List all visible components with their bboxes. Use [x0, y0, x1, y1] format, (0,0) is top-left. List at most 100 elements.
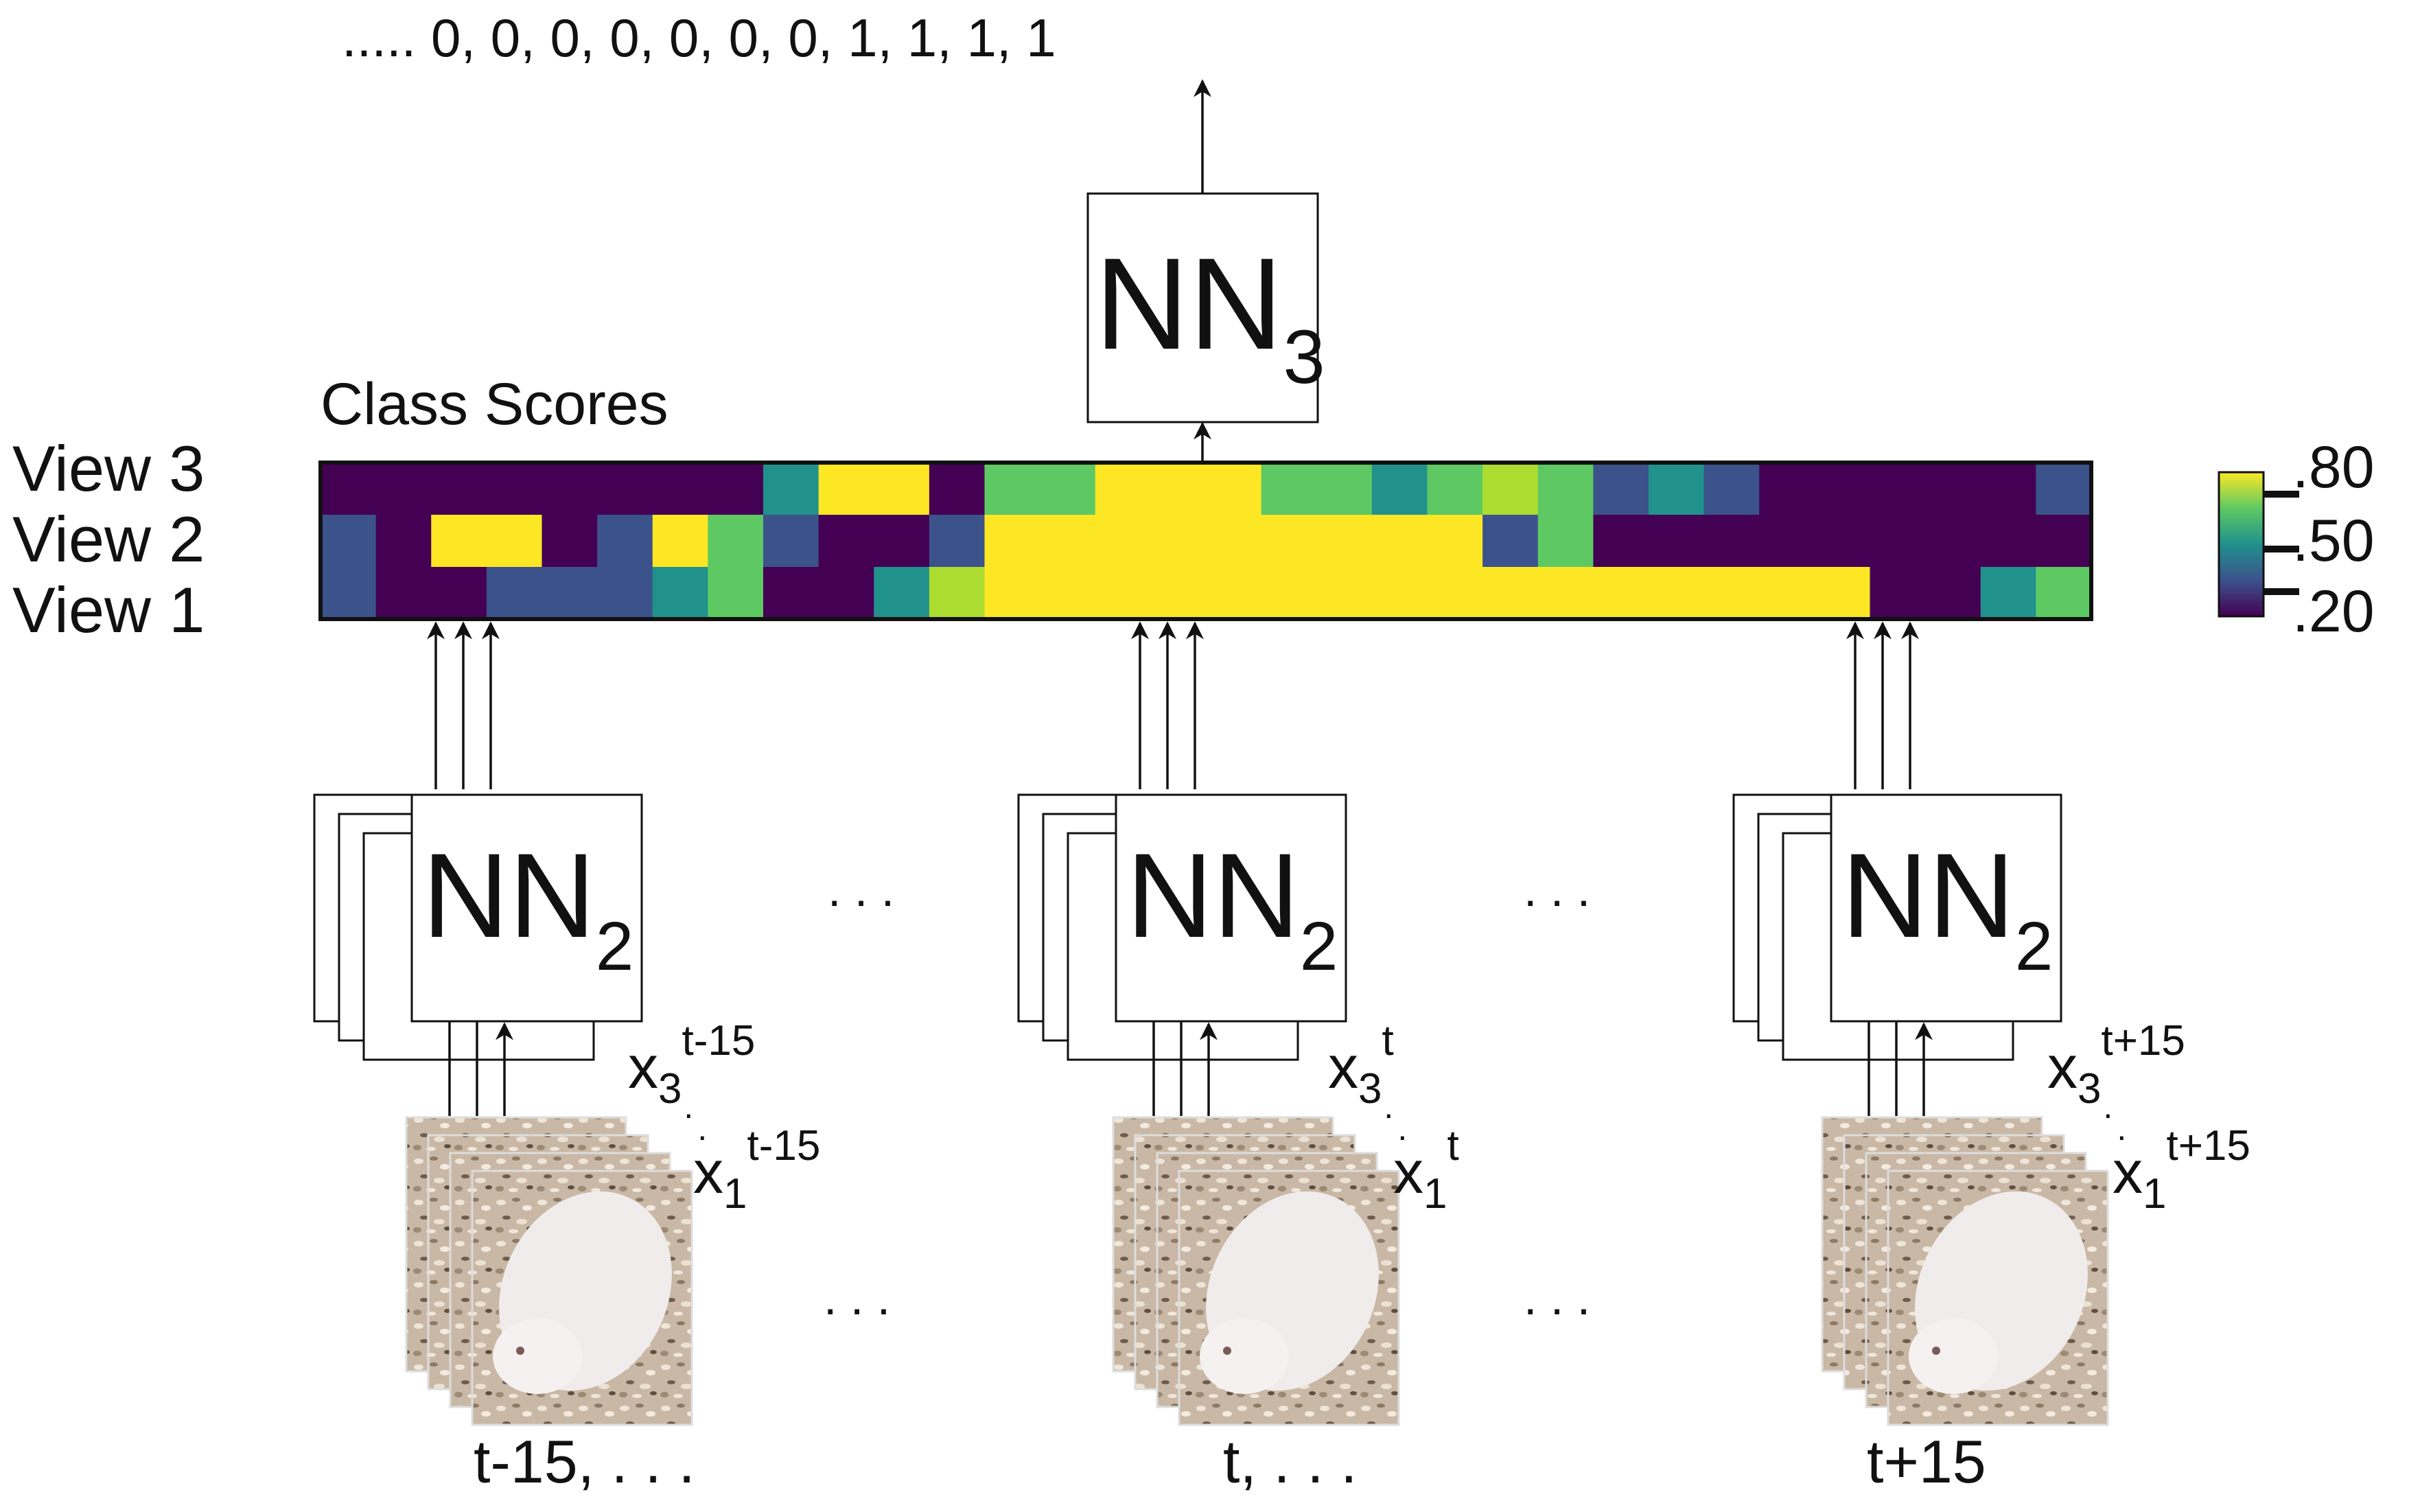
nn2-label: NN2	[1841, 829, 2053, 985]
heatmap-cell	[1759, 567, 1815, 620]
heatmap-cell	[2036, 515, 2092, 568]
ellipsis-frames-right: . . .	[1524, 1271, 1590, 1325]
heatmap-cell	[1703, 463, 1760, 515]
heatmap-cell	[763, 463, 819, 515]
ellipsis-frames-left: . . .	[824, 1271, 890, 1325]
heatmap-cell	[1261, 515, 1317, 568]
heatmap-cell	[1593, 463, 1649, 515]
heatmap-cell	[1040, 567, 1096, 620]
heatmap-cell	[929, 567, 986, 620]
heatmap-cell	[542, 515, 598, 568]
heatmap-cell	[1703, 567, 1760, 620]
heatmap-cell	[1703, 515, 1760, 568]
heatmap-cell	[486, 515, 543, 568]
heatmap-cell	[708, 463, 764, 515]
hamster-head	[493, 1318, 582, 1394]
heatmap-cell	[984, 567, 1040, 620]
column-t: NN2 x3t··x1t t, . . .	[1017, 621, 1459, 1496]
x3-label: x3t	[1328, 1017, 1394, 1113]
class-scores-heatmap	[321, 463, 2092, 620]
heatmap-cell	[1814, 567, 1871, 620]
heatmap-cell	[1371, 463, 1428, 515]
heatmap-cell	[1814, 515, 1871, 568]
heatmap-cell	[431, 463, 487, 515]
heatmap-cell	[708, 515, 764, 568]
class-scores-title: Class Scores	[321, 371, 668, 437]
heatmap-cell	[2036, 463, 2092, 515]
heatmap-cell	[542, 463, 598, 515]
colorbar-tick-80: .80	[2292, 434, 2375, 500]
heatmap-cell	[1040, 463, 1096, 515]
heatmap-cell	[874, 463, 930, 515]
heatmap-cell	[652, 515, 708, 568]
heatmap-cell	[1925, 567, 1981, 620]
x-ellipsis: ·	[1383, 1095, 1395, 1133]
heatmap-cell	[1371, 567, 1428, 620]
heatmap-cell	[431, 567, 487, 620]
heatmap-cell	[1316, 463, 1373, 515]
heatmap-cell	[321, 515, 377, 568]
heatmap-cell	[1316, 567, 1373, 620]
heatmap-cell	[2036, 567, 2092, 620]
heatmap-cell	[1870, 567, 1926, 620]
heatmap-cell	[486, 463, 543, 515]
heatmap-cell	[929, 463, 986, 515]
hamster-eye	[1932, 1347, 1940, 1355]
heatmap-cell	[1593, 515, 1649, 568]
heatmap-cell	[1649, 515, 1705, 568]
heatmap-cell	[375, 515, 432, 568]
heatmap-cell	[486, 567, 543, 620]
heatmap-cell	[763, 515, 819, 568]
ellipsis-nn-left: . . .	[828, 863, 894, 916]
heatmap-cell	[1649, 567, 1705, 620]
heatmap-cell	[1814, 463, 1871, 515]
colorbar-tick-20: .20	[2292, 579, 2375, 644]
heatmap-cell	[1427, 567, 1483, 620]
heatmap-cell	[1150, 515, 1207, 568]
x-ellipsis: ·	[683, 1095, 695, 1133]
time-label: t+15	[1867, 1428, 1986, 1496]
heatmap-cell	[1095, 463, 1151, 515]
x3-label: x3t-15	[628, 1017, 755, 1113]
heatmap-cell	[652, 463, 708, 515]
time-label: t, . . .	[1223, 1428, 1358, 1496]
nn3-label: NN3	[1095, 231, 1325, 399]
heatmap-cell	[929, 515, 986, 568]
heatmap-cell	[1980, 463, 2036, 515]
heatmap-cell	[984, 515, 1040, 568]
heatmap-cell	[1206, 515, 1262, 568]
x-ellipsis: ·	[1397, 1117, 1408, 1155]
heatmap-cell	[818, 515, 874, 568]
colorbar: .80 .50 .20	[2218, 434, 2375, 644]
nn2-label: NN2	[1126, 829, 1338, 985]
heatmap-cell	[1925, 515, 1981, 568]
heatmap-cell	[542, 567, 598, 620]
heatmap-cell	[1537, 463, 1594, 515]
row-label-view3: View 3	[12, 432, 205, 504]
nn3-box: NN3	[1086, 192, 1325, 423]
heatmap-cell	[1537, 567, 1594, 620]
x-ellipsis: ·	[2102, 1095, 2114, 1133]
x3-label: x3t+15	[2047, 1017, 2185, 1113]
heatmap-cell	[1040, 515, 1096, 568]
heatmap-cell	[321, 567, 377, 620]
x-ellipsis: ·	[697, 1117, 708, 1155]
heatmap-cell	[1095, 567, 1151, 620]
time-label: t-15, . . .	[474, 1428, 695, 1496]
heatmap-cell	[1980, 515, 2036, 568]
heatmap-cell	[1316, 515, 1373, 568]
heatmap-cell	[375, 463, 432, 515]
heatmap-cell	[1371, 515, 1428, 568]
x-ellipsis: ·	[2116, 1117, 2128, 1155]
hamster-head	[1200, 1318, 1289, 1394]
heatmap-cell	[1150, 463, 1207, 515]
nn2-label: NN2	[422, 829, 633, 985]
heatmap-cell	[597, 567, 653, 620]
x1-label: x1t	[1393, 1122, 1459, 1218]
nn2-box	[1830, 793, 2062, 1023]
heatmap-cell	[1759, 463, 1815, 515]
heatmap-cell	[708, 567, 764, 620]
heatmap-cell	[1206, 567, 1262, 620]
heatmap-cell	[1649, 463, 1705, 515]
